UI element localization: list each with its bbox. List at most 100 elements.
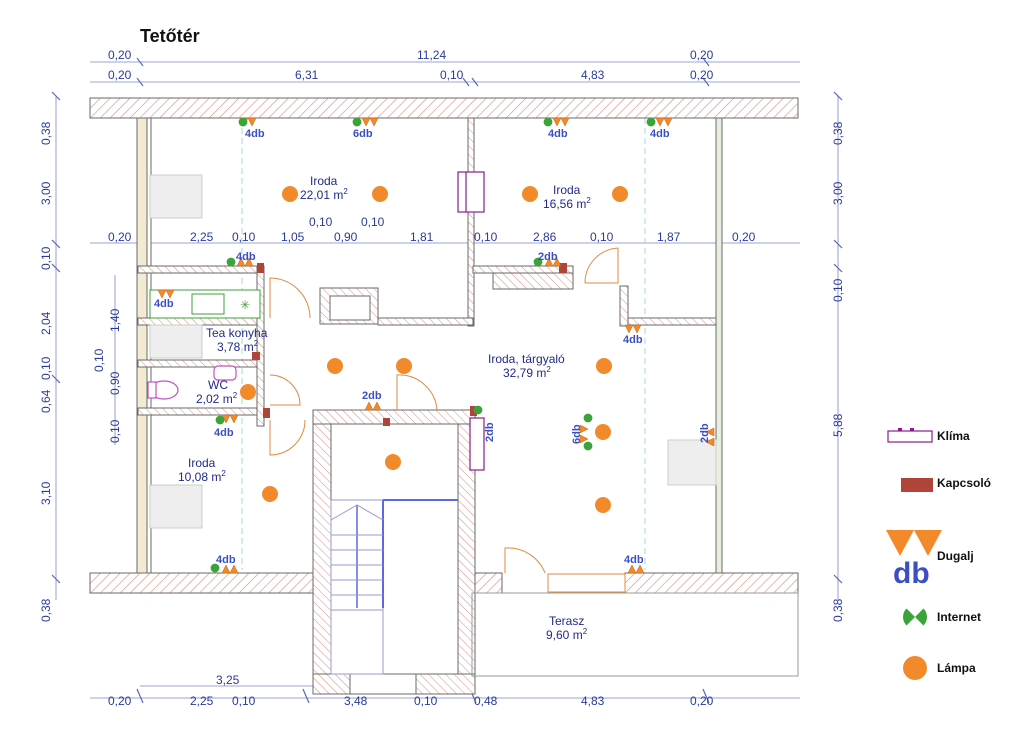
- svg-text:0,10: 0,10: [309, 215, 333, 229]
- room-name: Iroda, tárgyaló: [488, 352, 565, 366]
- svg-text:0,10: 0,10: [232, 230, 256, 244]
- room-area: 22,01 m: [300, 188, 343, 202]
- svg-text:0,10: 0,10: [232, 694, 256, 708]
- svg-text:2,25: 2,25: [190, 230, 214, 244]
- svg-text:6db: 6db: [353, 128, 373, 140]
- svg-text:4db: 4db: [245, 128, 265, 140]
- svg-text:0,10: 0,10: [39, 356, 53, 380]
- svg-text:4db: 4db: [548, 128, 568, 140]
- room-area: 10,08 m: [178, 470, 221, 484]
- svg-text:2,86: 2,86: [533, 230, 557, 244]
- svg-text:2db: 2db: [484, 422, 496, 442]
- room-name: Iroda: [310, 174, 338, 188]
- dimension-lines: [55, 61, 839, 699]
- svg-text:0,10: 0,10: [590, 230, 614, 244]
- svg-text:0,10: 0,10: [414, 694, 438, 708]
- room-area: 16,56 m: [543, 197, 586, 211]
- furniture: ✳: [149, 174, 717, 529]
- svg-text:0,38: 0,38: [39, 121, 53, 145]
- svg-text:3,10: 3,10: [39, 481, 53, 505]
- svg-text:✳: ✳: [240, 298, 250, 312]
- switches: [252, 263, 567, 426]
- svg-text:1,81: 1,81: [410, 230, 434, 244]
- svg-text:4db: 4db: [154, 298, 174, 310]
- svg-text:2db: 2db: [699, 423, 711, 443]
- socket-counts: 4db 6db 4db 4db 4db 2db 4db 4db 2db 6db …: [154, 128, 711, 566]
- klima-icon: [887, 430, 933, 443]
- legend-label: Dugalj: [937, 549, 974, 563]
- svg-text:32,79 m2: 32,79 m2: [503, 365, 551, 380]
- staircase: [330, 499, 458, 675]
- room-area: 32,79 m: [503, 366, 546, 380]
- svg-text:0,10: 0,10: [361, 215, 385, 229]
- svg-text:4db: 4db: [216, 554, 236, 566]
- legend-internet: Internet: [903, 603, 981, 631]
- interior-grid-lines: [241, 118, 646, 570]
- svg-text:16,56 m2: 16,56 m2: [543, 196, 591, 211]
- legend-kapcsolo: Kapcsoló: [901, 476, 991, 492]
- svg-text:10,08 m2: 10,08 m2: [178, 469, 226, 484]
- svg-text:3,00: 3,00: [831, 181, 845, 205]
- svg-text:0,10: 0,10: [92, 348, 106, 372]
- legend-label: Internet: [937, 610, 981, 624]
- room-name: WC: [208, 378, 228, 392]
- lamp-icon: [903, 656, 927, 680]
- svg-text:0,90: 0,90: [108, 371, 122, 395]
- svg-text:0,20: 0,20: [108, 48, 132, 62]
- svg-text:1,40: 1,40: [108, 308, 122, 332]
- svg-text:0,64: 0,64: [39, 389, 53, 413]
- room-area: 3,78 m: [217, 340, 254, 354]
- svg-text:0,20: 0,20: [108, 694, 132, 708]
- room-name: Iroda: [188, 456, 216, 470]
- wc-fixtures: [147, 365, 237, 400]
- svg-text:0,20: 0,20: [108, 230, 132, 244]
- svg-text:1,87: 1,87: [657, 230, 681, 244]
- svg-text:4db: 4db: [236, 251, 256, 263]
- svg-text:0,20: 0,20: [690, 48, 714, 62]
- lamps: [240, 186, 628, 513]
- internet-outlets: [210, 117, 656, 573]
- legend-label: Lámpa: [937, 661, 976, 675]
- dimension-labels: 0,20 11,24 0,20 0,20 6,31 0,10 4,83 0,20…: [108, 48, 756, 708]
- dimension-ticks: [51, 57, 843, 704]
- svg-text:0,10: 0,10: [108, 419, 122, 443]
- svg-text:6db: 6db: [571, 424, 583, 444]
- svg-text:2,04: 2,04: [39, 311, 53, 335]
- svg-text:4db: 4db: [623, 334, 643, 346]
- svg-text:5,88: 5,88: [831, 413, 845, 437]
- doors: [269, 247, 626, 593]
- svg-text:2,02 m2: 2,02 m2: [196, 391, 238, 406]
- legend-db: db: [893, 557, 930, 590]
- svg-text:3,00: 3,00: [39, 181, 53, 205]
- legend-label: Kapcsoló: [937, 476, 991, 490]
- svg-text:0,38: 0,38: [39, 598, 53, 622]
- legend-klima: Klíma: [887, 428, 970, 443]
- legend-label: Klíma: [937, 429, 970, 443]
- svg-text:1,05: 1,05: [281, 230, 305, 244]
- svg-text:4,83: 4,83: [581, 68, 605, 82]
- room-name: Iroda: [553, 183, 581, 197]
- room-name: Terasz: [549, 614, 584, 628]
- legend: Klíma Kapcsoló Dugalj db Internet Lámpa: [886, 428, 991, 680]
- svg-text:0,10: 0,10: [39, 246, 53, 270]
- svg-text:9,60 m2: 9,60 m2: [546, 627, 588, 642]
- svg-text:0,10: 0,10: [440, 68, 464, 82]
- socket-icon: [886, 530, 914, 556]
- room-name: Tea konyha: [206, 326, 268, 340]
- svg-text:2db: 2db: [538, 251, 558, 263]
- svg-text:3,48: 3,48: [344, 694, 368, 708]
- walls: [89, 97, 799, 695]
- svg-text:0,10: 0,10: [831, 278, 845, 302]
- room-labels: Iroda 22,01 m2 Iroda 16,56 m2 Tea konyha…: [178, 174, 591, 642]
- svg-text:0,20: 0,20: [108, 68, 132, 82]
- svg-text:2,25: 2,25: [190, 694, 214, 708]
- room-area: 2,02 m: [196, 392, 233, 406]
- dimension-labels-vertical: 0,38 3,00 0,10 2,04 0,10 0,64 3,10 0,38 …: [39, 121, 845, 622]
- plan-title: Tetőtér: [140, 26, 200, 46]
- svg-text:0,20: 0,20: [732, 230, 756, 244]
- svg-text:4db: 4db: [650, 128, 670, 140]
- svg-text:0,38: 0,38: [831, 121, 845, 145]
- svg-text:11,24: 11,24: [417, 48, 446, 62]
- svg-text:0,48: 0,48: [474, 694, 498, 708]
